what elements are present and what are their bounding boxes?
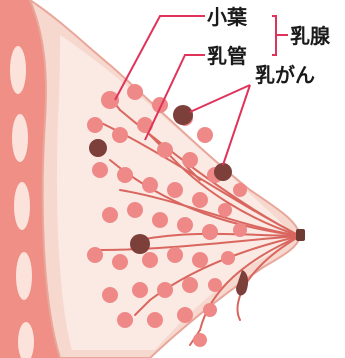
tumor-dot-icon [130,234,150,254]
tumor-dot-icon [89,139,107,157]
label-gland: 乳腺 [290,24,331,48]
label-cancer: 乳がん [255,63,315,87]
tumor-dot-icon [214,163,232,181]
label-duct: 乳管 [207,44,247,68]
label-lobule: 小葉 [207,5,248,29]
tumor-dot-icon [173,105,193,125]
nipple-icon [296,229,305,241]
